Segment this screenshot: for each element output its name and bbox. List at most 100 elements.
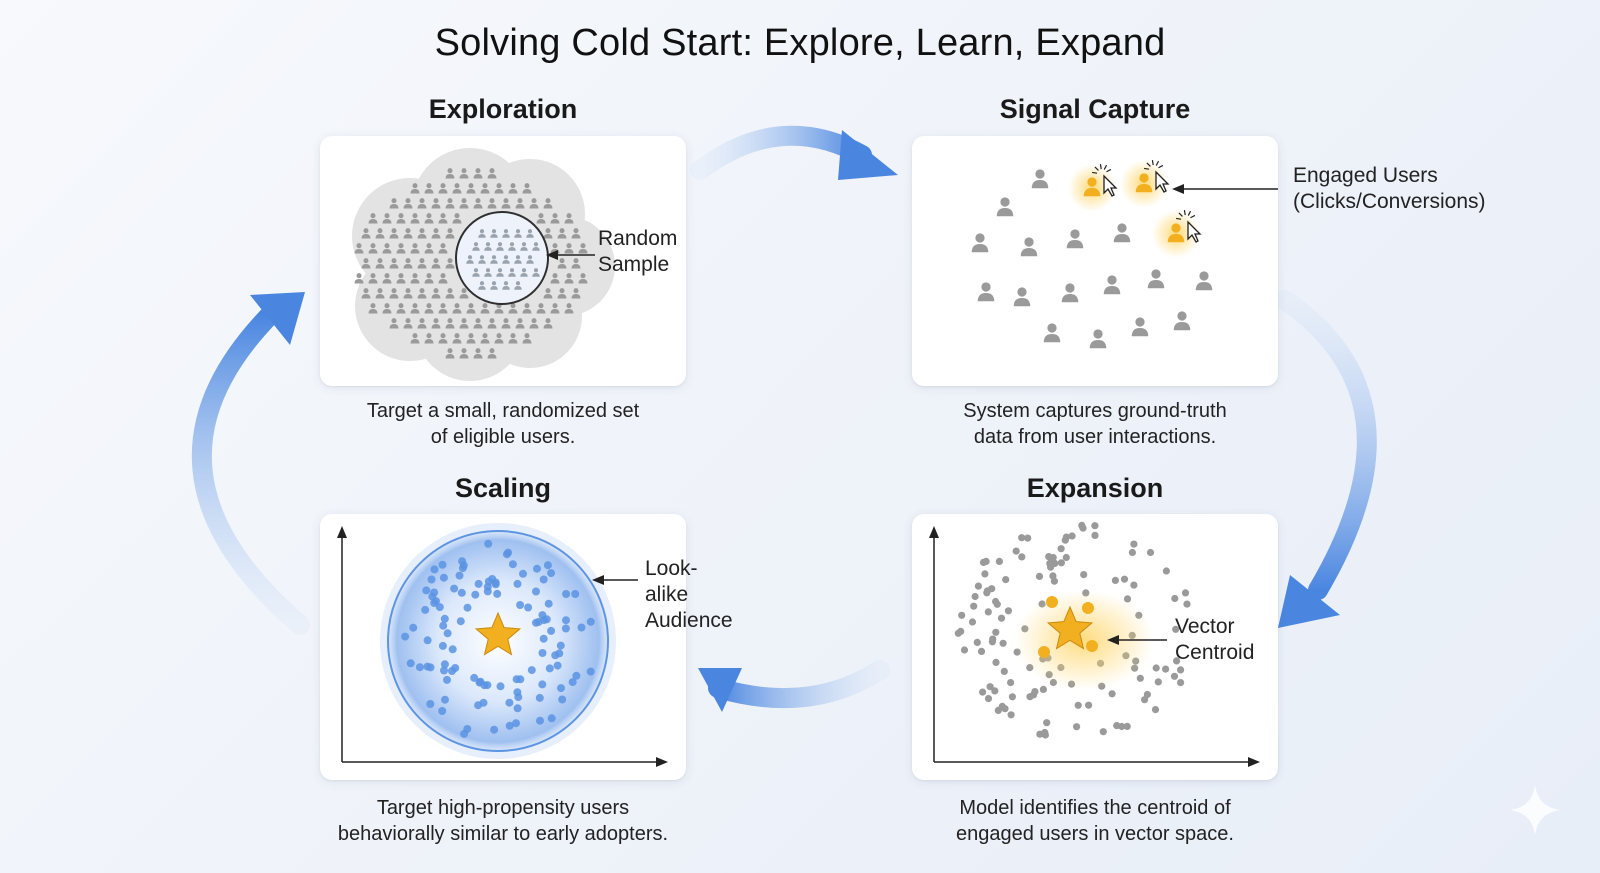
person-icon	[557, 228, 567, 239]
person-icon	[478, 255, 486, 264]
person-icon	[532, 268, 540, 277]
caption-exploration: Target a small, randomized set of eligib…	[293, 398, 713, 450]
person-icon	[403, 198, 413, 209]
person-icon	[431, 318, 441, 329]
expansion-card: Vector Centroid	[912, 514, 1278, 780]
person-icon	[536, 213, 546, 224]
person-icon	[550, 303, 560, 314]
person-icon	[410, 333, 420, 344]
page-title: Solving Cold Start: Explore, Learn, Expa…	[434, 22, 1166, 64]
person-icon	[543, 228, 553, 239]
person-icon	[466, 183, 476, 194]
vector-centroid-illustration	[929, 521, 1260, 767]
person-icon	[977, 282, 995, 302]
person-icon	[473, 198, 483, 209]
person-icon	[459, 168, 469, 179]
person-icon	[487, 318, 497, 329]
person-icon	[514, 281, 522, 290]
person-icon	[375, 258, 385, 269]
person-icon	[529, 318, 539, 329]
person-icon	[487, 348, 497, 359]
callout-label: Random	[598, 227, 678, 250]
person-icon	[1061, 283, 1079, 303]
person-icon	[490, 229, 498, 238]
person-icon	[1031, 169, 1049, 189]
person-icon	[480, 333, 490, 344]
person-icon	[502, 255, 510, 264]
person-icon	[478, 229, 486, 238]
person-icon	[480, 303, 490, 314]
person-icon	[522, 183, 532, 194]
person-icon	[382, 213, 392, 224]
person-icon	[431, 228, 441, 239]
person-icon	[1131, 317, 1149, 337]
person-icon	[526, 255, 534, 264]
person-icon	[431, 198, 441, 209]
caption-line: System captures ground-truth	[963, 400, 1227, 422]
person-icon	[1043, 323, 1061, 343]
person-icon	[473, 318, 483, 329]
person-icon	[508, 333, 518, 344]
person-icon	[543, 288, 553, 299]
person-icon	[1147, 269, 1165, 289]
person-icon	[490, 255, 498, 264]
star-icon	[1046, 605, 1094, 650]
person-icon	[466, 333, 476, 344]
person-icon	[526, 229, 534, 238]
person-icon	[445, 228, 455, 239]
person-icon	[508, 242, 516, 251]
callout-label: Engaged Users	[1293, 164, 1438, 187]
person-icon	[487, 168, 497, 179]
scaling-card: Look-alike Audience	[320, 514, 733, 780]
person-icon	[522, 333, 532, 344]
person-icon	[1103, 275, 1121, 295]
person-icon	[520, 242, 528, 251]
person-icon	[971, 233, 989, 253]
callout-label: Centroid	[1175, 641, 1255, 664]
person-icon	[389, 198, 399, 209]
person-icon	[438, 243, 448, 254]
person-icon	[484, 268, 492, 277]
lookalike-audience-illustration	[337, 523, 668, 767]
callout-label: Look-alike	[645, 557, 698, 606]
person-icon	[508, 268, 516, 277]
person-icon	[368, 213, 378, 224]
person-icon	[410, 273, 420, 284]
callout-label: Sample	[598, 253, 670, 276]
person-icon	[536, 303, 546, 314]
person-icon	[494, 333, 504, 344]
person-icon	[564, 303, 574, 314]
caption-line: data from user interactions.	[973, 426, 1217, 448]
person-icon	[445, 348, 455, 359]
person-icon	[557, 288, 567, 299]
person-icon	[508, 183, 518, 194]
person-icon	[403, 258, 413, 269]
callout-label: Vector	[1175, 615, 1235, 638]
cycle-arrow-icon	[191, 292, 310, 635]
callout-label: Audience	[645, 609, 733, 632]
person-icon	[445, 318, 455, 329]
person-icon	[452, 183, 462, 194]
person-icon	[438, 303, 448, 314]
person-icon	[515, 198, 525, 209]
callout-random-sample: Random Sample	[598, 226, 677, 278]
person-icon	[438, 183, 448, 194]
callout-label: (Clicks/Conversions)	[1293, 190, 1486, 213]
person-icon	[389, 288, 399, 299]
person-icon	[520, 268, 528, 277]
person-icon	[403, 318, 413, 329]
person-icon	[473, 348, 483, 359]
person-icon	[557, 258, 567, 269]
person-icon	[424, 243, 434, 254]
sparkle-icon	[1510, 785, 1560, 835]
person-icon	[361, 288, 371, 299]
person-icon	[361, 228, 371, 239]
person-icon	[424, 303, 434, 314]
caption-expansion: Model identifies the centroid of engaged…	[885, 795, 1305, 847]
person-icon	[564, 273, 574, 284]
person-icon	[396, 273, 406, 284]
person-icon	[438, 213, 448, 224]
person-icon	[354, 243, 364, 254]
stage-title-signal-capture: Signal Capture	[999, 94, 1191, 124]
callout-lookalike-audience: Look-alike Audience	[645, 556, 733, 634]
